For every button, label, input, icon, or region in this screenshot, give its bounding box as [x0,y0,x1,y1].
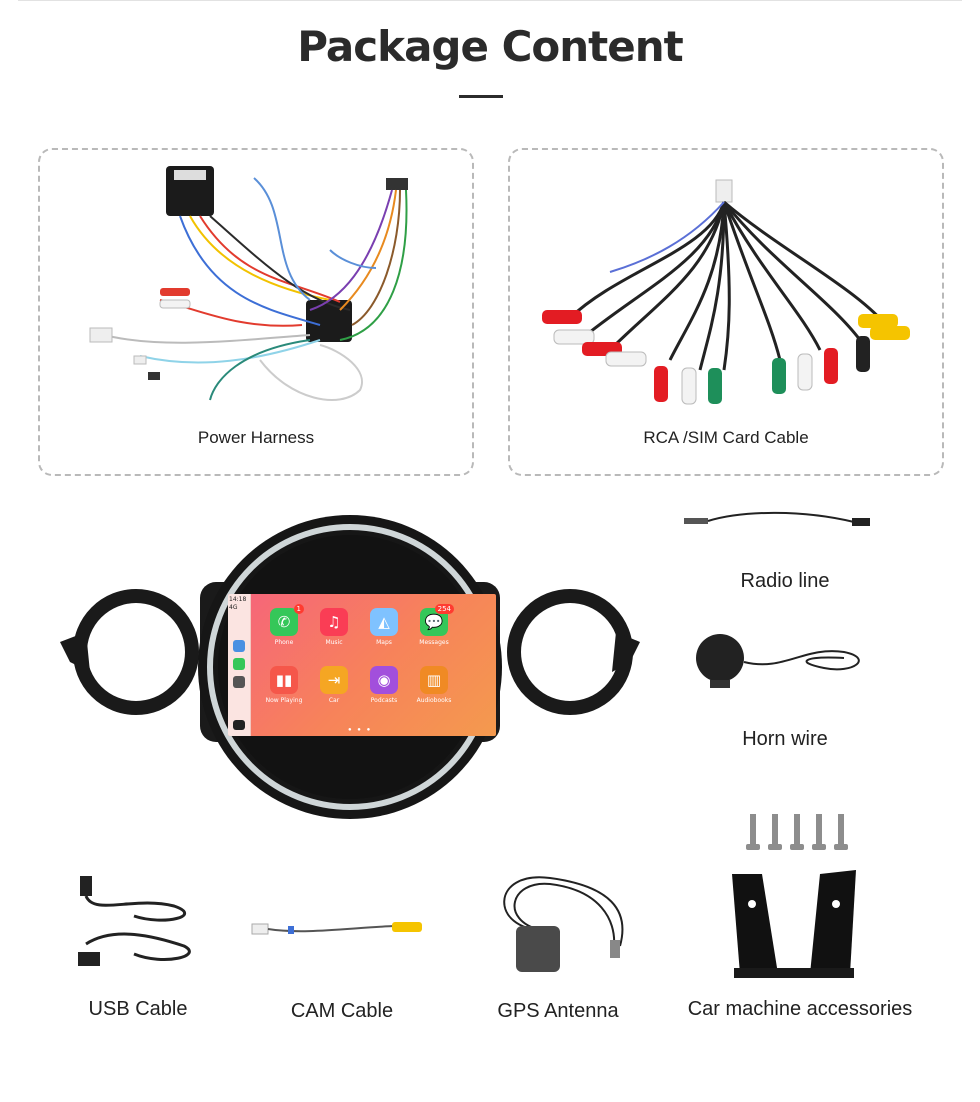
power-harness-card: Power Harness [38,148,474,476]
usb-cable-image [78,876,191,966]
app-now-playing[interactable]: ▮▮ Now Playing [264,666,304,704]
cam-cable-image [251,922,423,935]
app-music[interactable]: ♫ Music [314,608,354,646]
horn-wire-image [696,634,860,688]
gps-antenna-image [503,876,624,972]
audiobooks-icon: ▥ [420,666,448,694]
app-podcasts-label: Podcasts [370,697,398,704]
page-title: Package Content [297,22,683,71]
app-now-playing-label: Now Playing [265,697,303,704]
car-icon: ⇥ [320,666,348,694]
carplay-screen[interactable]: 14:18 4G ✆1 Phone ♫ Music ◭ Maps 💬254 Me… [228,594,496,736]
app-messages[interactable]: 💬254 Messages [414,604,454,646]
app-phone[interactable]: ✆1 Phone [264,604,304,646]
podcasts-icon: ◉ [370,666,398,694]
app-phone-label: Phone [274,639,294,646]
radio-line-image [684,511,870,526]
status-time: 14:18 [229,596,247,603]
app-maps[interactable]: ◭ Maps [364,608,404,646]
messages-mini-icon[interactable] [233,658,245,670]
phone-icon: ✆1 [270,604,304,636]
app-podcasts[interactable]: ◉ Podcasts [364,666,404,704]
rca-cable-label: RCA /SIM Card Cable [643,428,809,447]
carplay-sidebar: 14:18 4G [228,594,251,736]
messages-badge: 254 [434,604,454,614]
now-playing-icon: ▮▮ [270,666,298,694]
music-icon: ♫ [320,608,348,636]
home-grid-icon[interactable] [233,720,245,730]
screws-image [746,814,848,850]
radio-line-label: Radio line [740,570,830,592]
title-underline [459,95,503,98]
app-maps-label: Maps [376,639,392,646]
phone-badge: 1 [293,604,304,614]
app-music-label: Music [325,639,343,646]
car-accessories-label: Car machine accessories [687,998,913,1020]
usb-cable-label: USB Cable [88,998,188,1020]
messages-icon: 💬254 [420,604,454,636]
app-car-label: Car [328,697,340,704]
cam-cable-label: CAM Cable [290,1000,394,1022]
power-harness-label: Power Harness [197,428,315,447]
rca-cable-image [542,179,910,405]
page-indicator: ● ● ● [348,727,373,733]
maps-icon: ◭ [370,608,398,636]
app-car[interactable]: ⇥ Car [314,666,354,704]
status-network: 4G [229,604,238,611]
app-audiobooks-label: Audiobooks [416,697,452,704]
brackets-image [732,870,856,978]
power-harness-image [89,166,408,401]
gps-antenna-label: GPS Antenna [497,1000,619,1022]
horn-wire-label: Horn wire [742,728,828,750]
top-divider [18,0,962,1]
podcasts-mini-icon[interactable] [233,676,245,688]
maps-mini-icon[interactable] [233,640,245,652]
app-messages-label: Messages [419,639,449,646]
app-audiobooks[interactable]: ▥ Audiobooks [414,666,454,704]
rca-cable-card: RCA /SIM Card Cable [508,148,944,476]
